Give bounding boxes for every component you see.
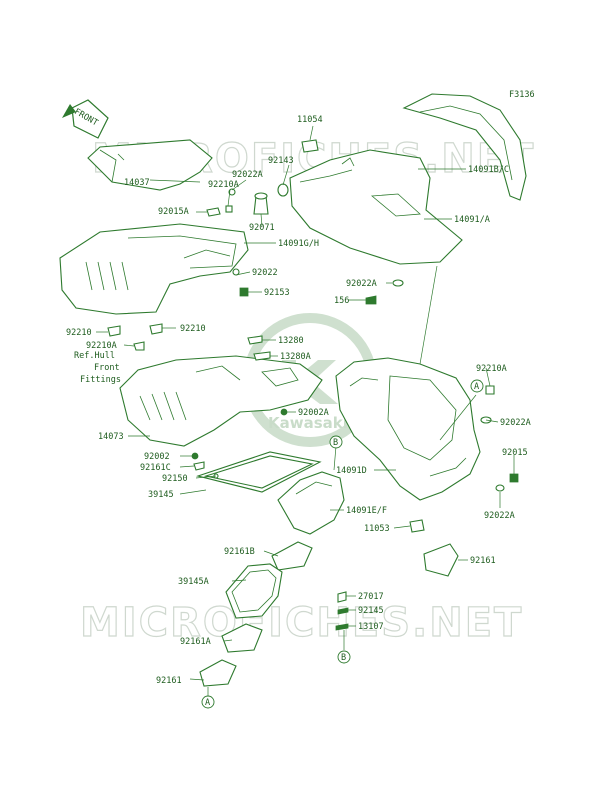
label-92015: 92015 bbox=[502, 448, 528, 458]
svg-text:A: A bbox=[205, 698, 210, 708]
label-14073: 14073 bbox=[98, 432, 124, 442]
part-92210a-top bbox=[225, 205, 233, 213]
part-14037 bbox=[87, 139, 213, 191]
part-27017 bbox=[337, 591, 347, 603]
label-13107: 13107 bbox=[358, 622, 384, 632]
part-14091a bbox=[289, 149, 463, 265]
marker-b-bottom: B bbox=[337, 650, 351, 664]
part-92161-bottom bbox=[199, 659, 237, 687]
label-13280a: 13280A bbox=[280, 352, 311, 362]
marker-a-bottom: A bbox=[201, 695, 215, 709]
part-92015 bbox=[509, 473, 519, 483]
part-92022a-top bbox=[228, 188, 236, 196]
label-92210a-right: 92210A bbox=[476, 364, 507, 374]
part-39145a bbox=[225, 563, 283, 619]
label-39145a: 39145A bbox=[178, 577, 209, 587]
part-92143 bbox=[277, 183, 289, 197]
label-92015a: 92015A bbox=[158, 207, 189, 217]
part-92210a-right bbox=[485, 385, 495, 395]
part-14091bc bbox=[402, 93, 527, 201]
label-92153: 92153 bbox=[264, 288, 290, 298]
part-39145 bbox=[196, 451, 322, 493]
label-92022a-mid: 92022A bbox=[346, 279, 377, 289]
label-14091d: 14091D bbox=[336, 466, 367, 476]
part-156 bbox=[365, 295, 377, 305]
part-13280a bbox=[253, 351, 271, 361]
label-92022a-right: 92022A bbox=[500, 418, 531, 428]
label-39145: 39145 bbox=[148, 490, 174, 500]
part-92210-mid bbox=[149, 323, 163, 335]
label-14091gh: 14091G/H bbox=[278, 239, 319, 249]
part-14091d bbox=[335, 357, 481, 501]
label-14091bc: 14091B/C bbox=[468, 165, 509, 175]
label-92161a: 92161A bbox=[180, 637, 211, 647]
label-92161-bottom: 92161 bbox=[156, 676, 182, 686]
svg-text:Kawasaki: Kawasaki bbox=[268, 414, 348, 432]
part-92161-right bbox=[423, 543, 459, 577]
label-92150: 92150 bbox=[162, 474, 188, 484]
svg-text:B: B bbox=[341, 653, 346, 663]
label-27017: 27017 bbox=[358, 592, 384, 602]
label-14037: 14037 bbox=[124, 178, 150, 188]
part-92022a-low bbox=[495, 484, 505, 492]
marker-a-top: A bbox=[470, 379, 484, 393]
part-14091ef bbox=[277, 471, 345, 535]
part-13280 bbox=[247, 335, 263, 345]
label-92210-left: 92210 bbox=[66, 328, 92, 338]
part-hull-ref bbox=[119, 355, 323, 447]
label-fittings: Fittings bbox=[80, 375, 121, 385]
part-92022a-mid bbox=[392, 279, 404, 287]
svg-text:MICROFICHES.NET: MICROFICHES.NET bbox=[80, 600, 523, 646]
part-92161b bbox=[271, 541, 313, 571]
watermark-bottom: MICROFICHES.NET bbox=[79, 599, 523, 646]
label-13280: 13280 bbox=[278, 336, 304, 346]
label-92161c: 92161C bbox=[140, 463, 171, 473]
label-front: Front bbox=[94, 363, 120, 373]
label-92210a-left: 92210A bbox=[86, 341, 117, 351]
label-92161-right: 92161 bbox=[470, 556, 496, 566]
part-14091gh bbox=[59, 223, 249, 315]
label-11054: 11054 bbox=[297, 115, 323, 125]
part-92210-left bbox=[107, 325, 121, 337]
label-92022a-top: 92022A bbox=[232, 170, 263, 180]
label-92022: 92022 bbox=[252, 268, 278, 278]
figure-id: F3136 bbox=[509, 90, 535, 100]
callout-labels: 11054 92143 92022A 92210A 14037 92015A 9… bbox=[66, 115, 531, 686]
leader-lines bbox=[96, 125, 515, 696]
part-92161c bbox=[193, 461, 205, 471]
label-92002: 92002 bbox=[144, 452, 170, 462]
label-92002a: 92002A bbox=[298, 408, 329, 418]
label-92071: 92071 bbox=[249, 223, 275, 233]
front-arrow-icon: FRONT bbox=[62, 99, 109, 139]
part-13107 bbox=[335, 623, 349, 631]
svg-text:A: A bbox=[474, 382, 479, 392]
label-92143: 92143 bbox=[268, 156, 294, 166]
part-92210a-left bbox=[133, 341, 145, 351]
part-92015a bbox=[206, 207, 221, 217]
label-92210a-top: 92210A bbox=[208, 180, 239, 190]
part-92161a bbox=[221, 623, 263, 653]
marker-b-top: B bbox=[329, 435, 343, 449]
label-156: 156 bbox=[334, 296, 349, 306]
label-92210-mid: 92210 bbox=[180, 324, 206, 334]
part-11053 bbox=[409, 519, 425, 533]
label-92022a-low: 92022A bbox=[484, 511, 515, 521]
part-92002 bbox=[191, 452, 199, 460]
part-92071 bbox=[253, 192, 269, 215]
label-ref-hull: Ref.Hull bbox=[74, 351, 115, 361]
part-92145 bbox=[337, 607, 349, 615]
part-11054 bbox=[301, 139, 319, 153]
label-11053: 11053 bbox=[364, 524, 390, 534]
svg-text:B: B bbox=[333, 438, 338, 448]
label-92161b: 92161B bbox=[224, 547, 255, 557]
label-92145: 92145 bbox=[358, 606, 384, 616]
label-14091ef: 14091E/F bbox=[346, 506, 387, 516]
part-92022 bbox=[232, 268, 240, 276]
part-92153 bbox=[239, 287, 249, 297]
label-14091a: 14091/A bbox=[454, 215, 490, 225]
